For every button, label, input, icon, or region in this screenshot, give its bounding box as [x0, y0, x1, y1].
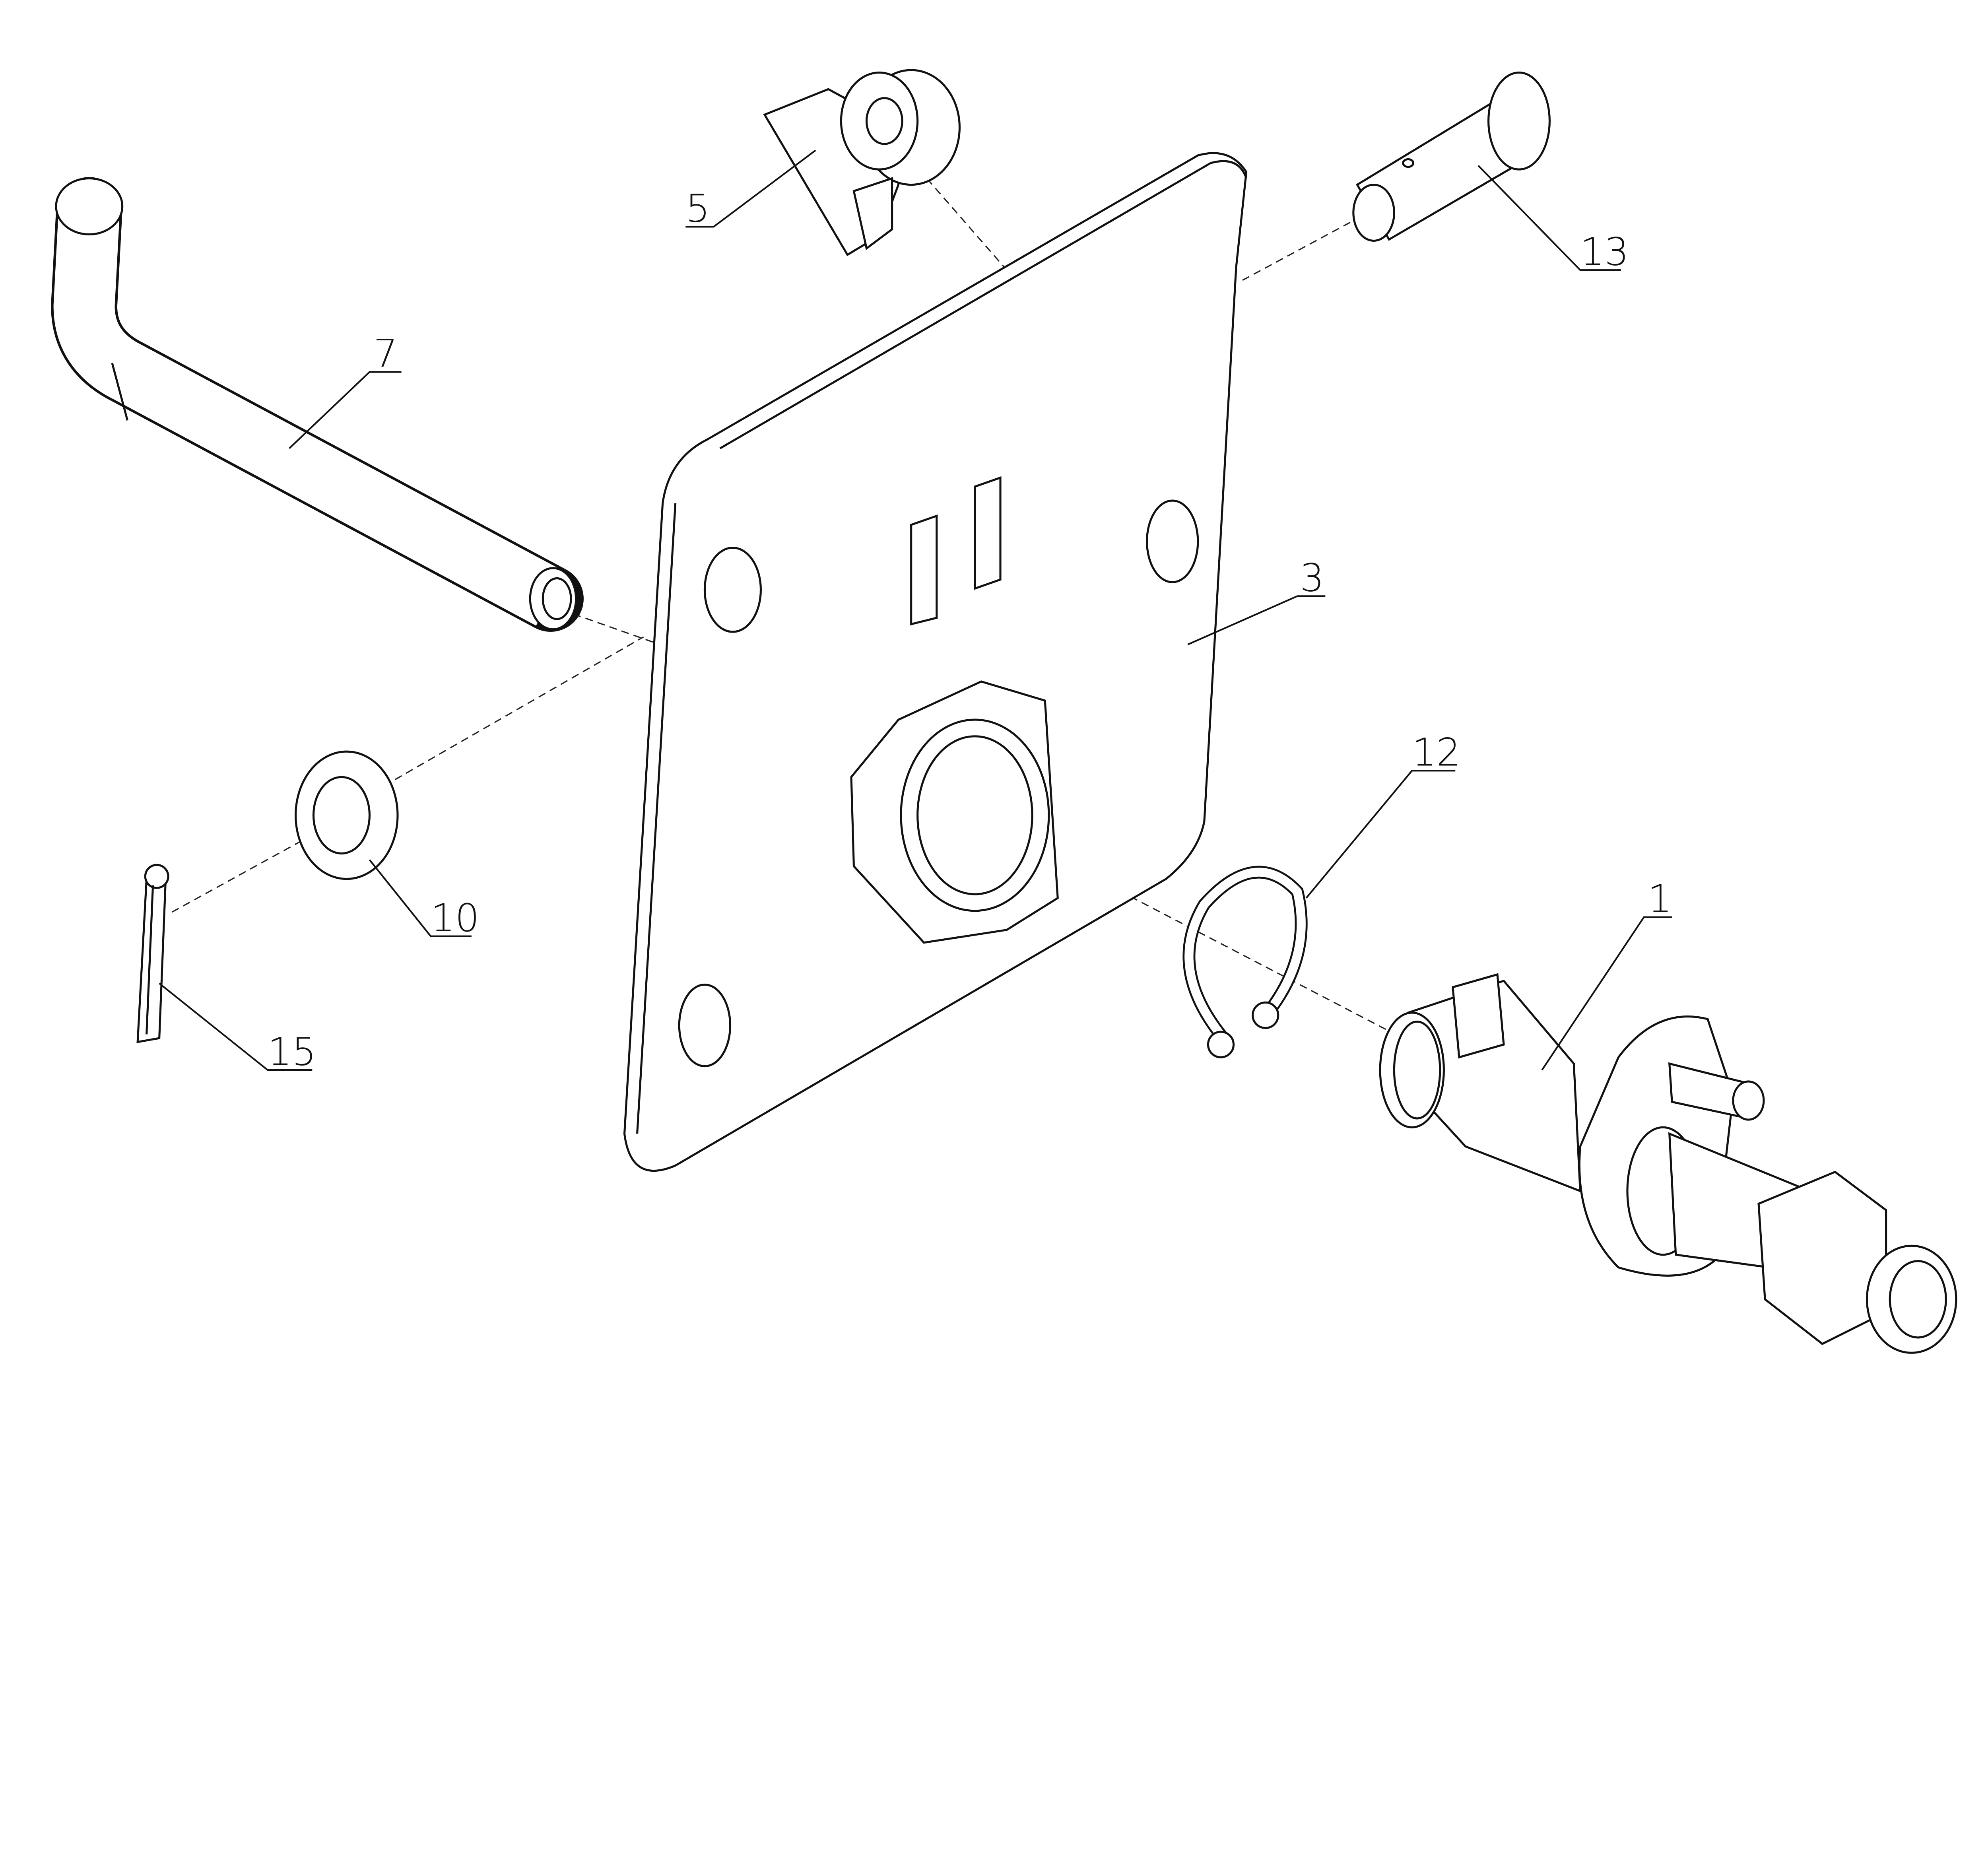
part-15-number: 15 [268, 1029, 316, 1074]
part-5-cam [763, 69, 961, 256]
part-1-number: 1 [1648, 877, 1672, 921]
label-part-12: 12 [1305, 730, 1461, 899]
part-12-number: 12 [1412, 730, 1460, 775]
label-part-7: 7 [289, 332, 402, 449]
label-part-5: 5 [685, 149, 816, 231]
part-12-circlip [1182, 866, 1308, 1058]
part-5-number: 5 [685, 186, 710, 231]
label-part-1: 1 [1541, 877, 1672, 1071]
exploded-assembly-drawing: 5 7 13 3 12 10 15 1 [51, 69, 1957, 1354]
part-3-number: 3 [1300, 556, 1324, 600]
part-13-number: 13 [1580, 229, 1629, 274]
part-15-cotter-pin [136, 864, 169, 1043]
part-3-mounting-plate [623, 152, 1248, 1172]
part-1-shaft-assembly [1379, 973, 1957, 1354]
part-10-washer [295, 750, 399, 880]
label-part-13: 13 [1477, 165, 1629, 274]
label-part-3: 3 [1187, 556, 1326, 645]
part-7-number: 7 [373, 332, 398, 376]
part-10-number: 10 [431, 896, 479, 940]
part-13-clevis-pin [1352, 72, 1551, 242]
part-7-l-pin [51, 177, 584, 632]
label-part-15: 15 [159, 982, 316, 1074]
label-part-10: 10 [369, 859, 480, 940]
